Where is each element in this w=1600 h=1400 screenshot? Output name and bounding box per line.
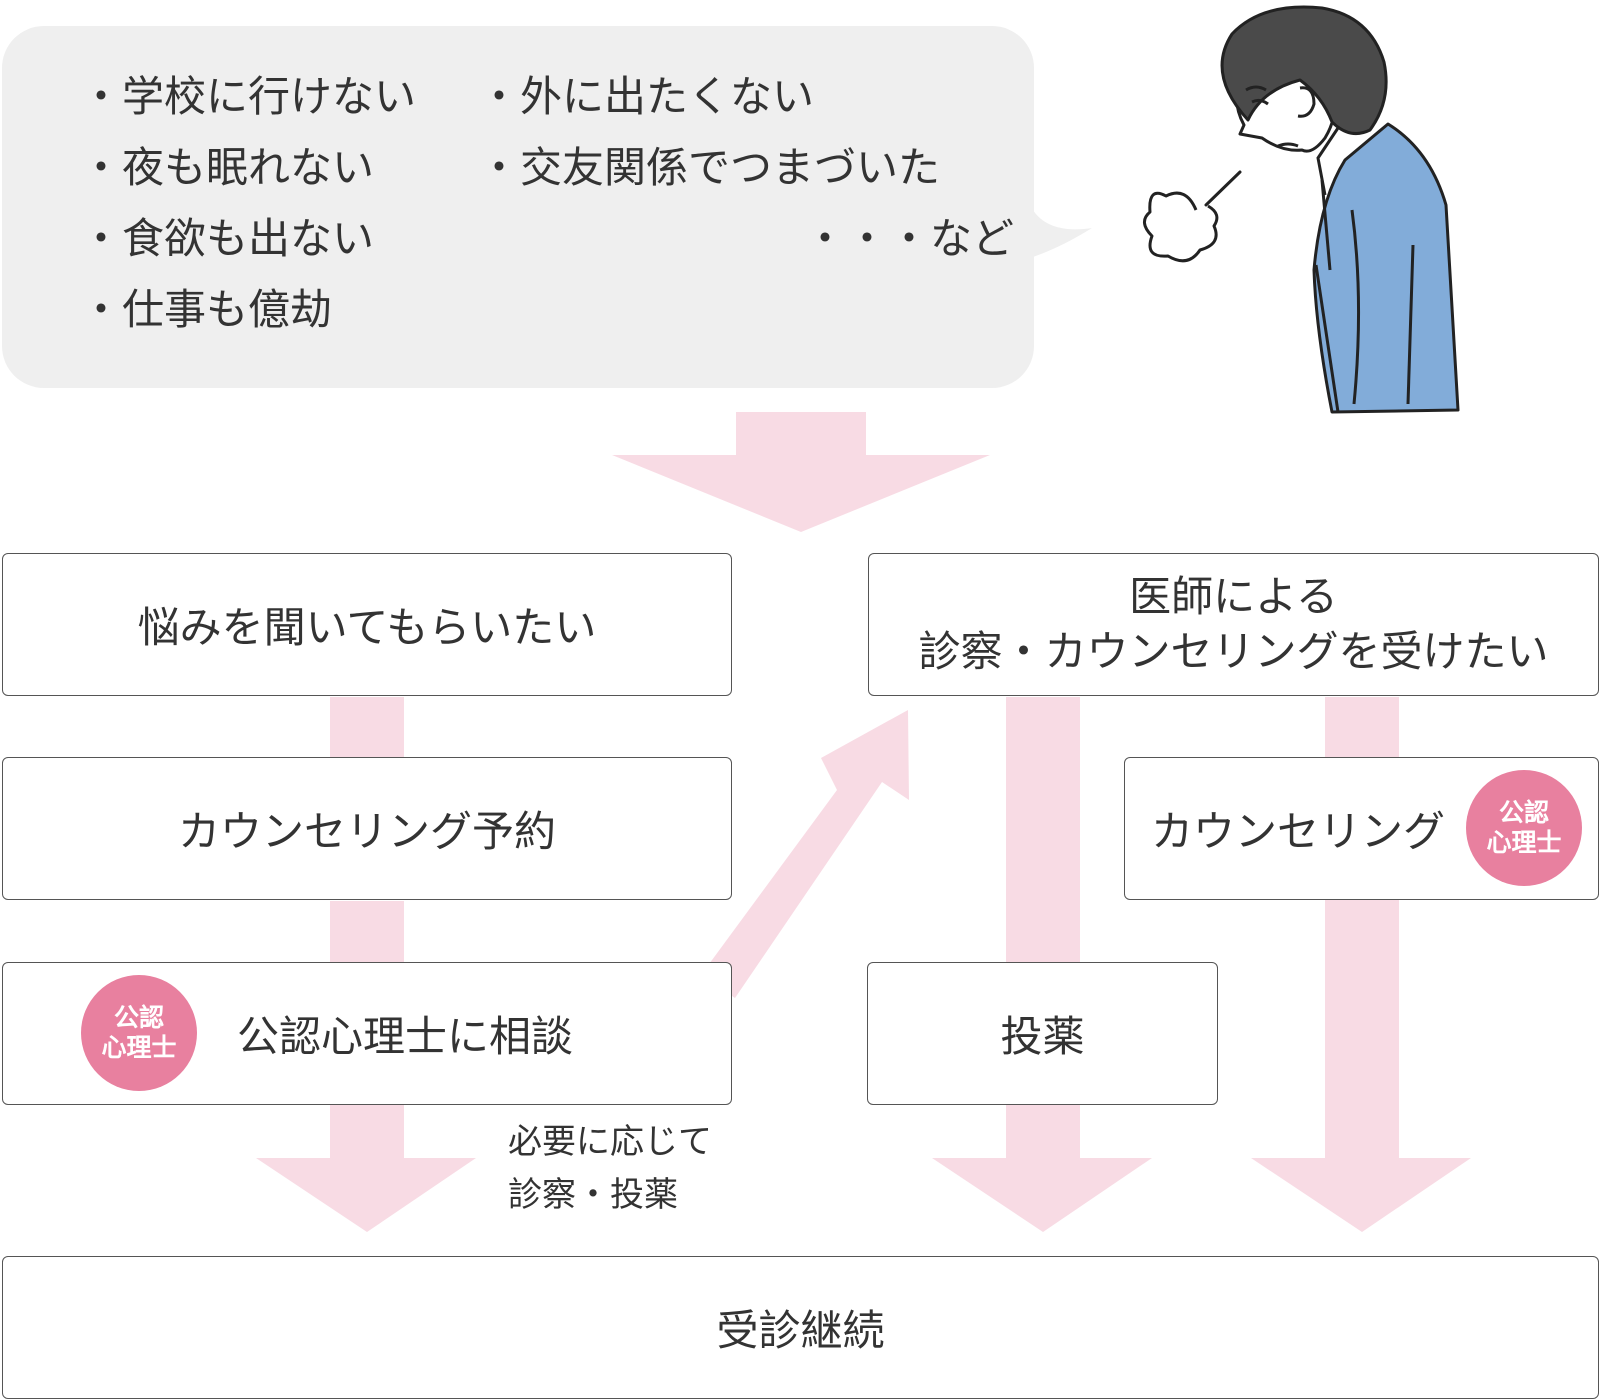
shirt xyxy=(1312,122,1460,414)
hair xyxy=(1220,5,1388,136)
want-listening-box: 悩みを聞いてもらいたい xyxy=(2,553,732,696)
concern-item: ・学校に行けない xyxy=(80,72,417,121)
badge-line2: 心理士 xyxy=(1486,828,1562,857)
as-needed-note: 必要に応じて 診察・投薬 xyxy=(508,1116,712,1221)
certified-psychologist-badge: 公認 心理士 xyxy=(81,975,197,1091)
concern-item: ・夜も眠れない xyxy=(80,143,375,192)
certified-psychologist-badge: 公認 心理士 xyxy=(1466,770,1582,886)
continue-treatment-label: 受診継続 xyxy=(716,1306,885,1355)
note-line2: 診察・投薬 xyxy=(508,1174,678,1215)
main-down-arrow xyxy=(612,412,990,532)
doctor-box-line2: 診察・カウンセリングを受けたい xyxy=(918,626,1549,676)
medication-label: 投薬 xyxy=(1000,1012,1085,1061)
psychologist-consult-label: 公認心理士に相談 xyxy=(237,1012,574,1061)
medication-box: 投薬 xyxy=(867,962,1218,1105)
concern-item: ・食欲も出ない xyxy=(80,214,375,263)
arrow-consult-to-continue xyxy=(256,1104,476,1232)
concern-item: ・交友関係でつまづいた xyxy=(478,143,941,192)
arrow-counseling-to-continue xyxy=(1251,697,1471,1232)
counseling-label: カウンセリング xyxy=(1151,807,1446,856)
diagonal-arrow-consult-to-doctor xyxy=(701,710,909,998)
continue-treatment-box: 受診継続 xyxy=(2,1256,1599,1399)
doctor-consultation-box: 医師による 診察・カウンセリングを受けたい xyxy=(868,553,1599,696)
concern-etc: ・・・など xyxy=(804,214,1015,263)
concerns-speech-bubble xyxy=(2,26,1034,388)
counseling-reservation-box: カウンセリング予約 xyxy=(2,757,732,900)
arrow-shaft-listen-to-reserve xyxy=(330,697,404,759)
arrow-shaft-reserve-to-consult xyxy=(330,901,404,963)
want-listening-label: 悩みを聞いてもらいたい xyxy=(137,603,597,652)
badge-line1: 公認 xyxy=(1498,798,1549,827)
counseling-reservation-label: カウンセリング予約 xyxy=(177,807,556,856)
note-line1: 必要に応じて xyxy=(508,1122,712,1162)
concern-item: ・外に出たくない xyxy=(478,72,815,121)
concern-item: ・仕事も億劫 xyxy=(80,285,333,334)
doctor-box-line1: 医師による xyxy=(1129,571,1338,621)
badge-line2: 心理士 xyxy=(101,1033,177,1062)
badge-line1: 公認 xyxy=(113,1003,164,1032)
